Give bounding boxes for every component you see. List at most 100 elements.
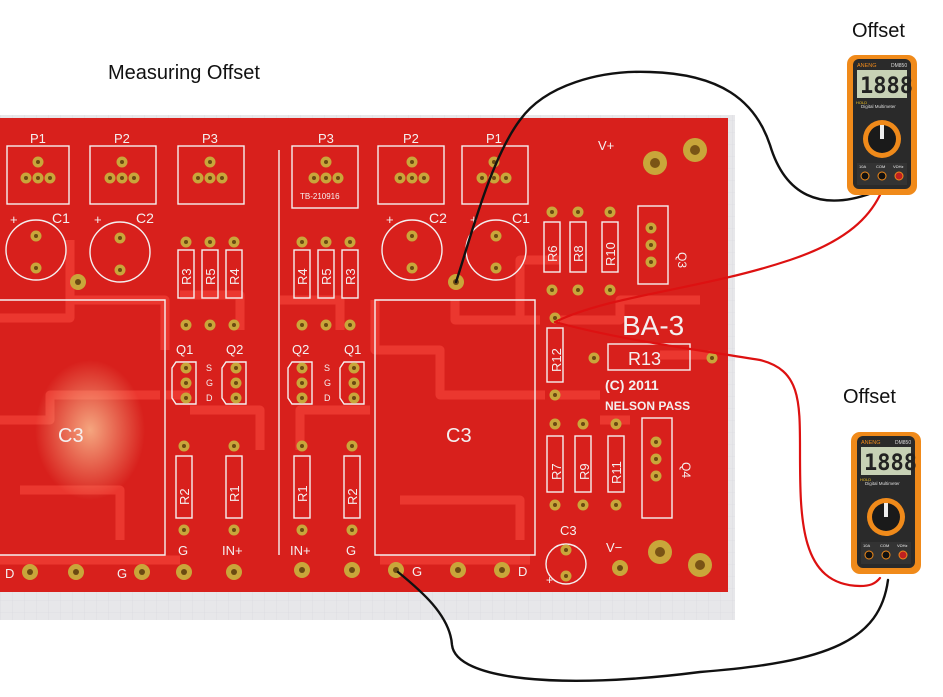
right-resistors-bottom: R1 R2 bbox=[293, 440, 361, 536]
meter-reading: 1888 bbox=[864, 451, 917, 476]
board-name: BA-3 bbox=[622, 310, 684, 341]
left-cap-c2: + C2 bbox=[89, 210, 154, 283]
meter-model: DM850 bbox=[895, 440, 911, 446]
right-big-cap-label: C3 bbox=[446, 425, 472, 447]
svg-text:HOLD: HOLD bbox=[860, 477, 871, 482]
left-pot-p3: P3 bbox=[177, 131, 245, 205]
svg-text:G: G bbox=[412, 564, 422, 579]
svg-text:D: D bbox=[5, 566, 14, 581]
probe-leads bbox=[396, 70, 890, 682]
svg-text:+: + bbox=[470, 212, 478, 227]
meter-brand: ANENG bbox=[861, 440, 881, 446]
right-resistors-top: R4 R5 R3 bbox=[293, 236, 359, 331]
svg-text:Q1: Q1 bbox=[176, 342, 193, 357]
svg-text:VΩHz: VΩHz bbox=[897, 543, 908, 548]
svg-text:S: S bbox=[324, 363, 330, 373]
page-title: Measuring Offset bbox=[108, 62, 260, 84]
svg-text:R1: R1 bbox=[295, 485, 310, 502]
svg-text:+: + bbox=[10, 212, 18, 227]
svg-text:C1: C1 bbox=[512, 210, 530, 226]
psu-q4: Q4 bbox=[641, 417, 693, 519]
svg-text:P3: P3 bbox=[318, 131, 334, 146]
left-big-cap-label: C3 bbox=[58, 425, 84, 447]
svg-text:C2: C2 bbox=[136, 210, 154, 226]
svg-text:COM: COM bbox=[880, 543, 889, 548]
offset-label-top: Offset bbox=[852, 20, 905, 42]
red-probe-bottom bbox=[553, 320, 882, 588]
svg-text:R10: R10 bbox=[603, 242, 618, 266]
svg-text:R3: R3 bbox=[343, 268, 358, 285]
svg-text:C3: C3 bbox=[560, 523, 577, 538]
svg-text:C2: C2 bbox=[429, 210, 447, 226]
svg-text:R11: R11 bbox=[609, 461, 624, 484]
black-probe-bottom bbox=[396, 570, 890, 682]
svg-text:P2: P2 bbox=[403, 131, 419, 146]
multimeter-bottom: ANENG DM850 1888 Digital Multimeter HOLD… bbox=[851, 432, 921, 574]
black-probe-top bbox=[454, 70, 874, 284]
svg-text:Q2: Q2 bbox=[292, 342, 309, 357]
left-io-pads: D G G IN+ bbox=[5, 543, 243, 581]
svg-text:P2: P2 bbox=[114, 131, 130, 146]
svg-text:D: D bbox=[518, 564, 527, 579]
svg-text:R4: R4 bbox=[227, 268, 242, 285]
svg-text:P1: P1 bbox=[30, 131, 46, 146]
svg-text:C1: C1 bbox=[52, 210, 70, 226]
svg-text:R1: R1 bbox=[227, 485, 242, 502]
svg-text:D: D bbox=[206, 393, 213, 403]
left-resistors-bottom: R2 R1 bbox=[175, 440, 243, 536]
psu-resistors-top: R6 R8 R10 bbox=[543, 206, 619, 296]
svg-text:+: + bbox=[546, 573, 553, 587]
left-channel: P1 P2 P3 + C1 + C bbox=[0, 131, 247, 581]
psu-r12: R12 bbox=[546, 312, 564, 401]
svg-text:G: G bbox=[346, 543, 356, 558]
left-cap-c1: + C1 bbox=[5, 210, 70, 281]
svg-text:R12: R12 bbox=[549, 348, 564, 372]
right-pot-p3: P3 TB-210916 bbox=[291, 131, 359, 209]
svg-text:+: + bbox=[386, 212, 394, 227]
meter-reading: 1888 bbox=[860, 74, 913, 99]
svg-text:R13: R13 bbox=[628, 349, 661, 369]
psu-cap-c3: C3 + bbox=[545, 523, 587, 587]
svg-text:Q2: Q2 bbox=[226, 342, 243, 357]
svg-text:Q4: Q4 bbox=[679, 462, 693, 478]
svg-text:Digital Multimeter: Digital Multimeter bbox=[865, 481, 900, 486]
right-pot-p2: P2 bbox=[377, 131, 445, 205]
svg-text:Digital Multimeter: Digital Multimeter bbox=[861, 104, 896, 109]
svg-text:Q1: Q1 bbox=[344, 342, 361, 357]
svg-text:R4: R4 bbox=[295, 268, 310, 285]
psu-q3: Q3 bbox=[637, 205, 689, 285]
right-cap-c2: + C2 bbox=[381, 210, 447, 281]
meter-display bbox=[857, 70, 907, 98]
svg-text:R6: R6 bbox=[545, 245, 560, 262]
svg-text:G: G bbox=[117, 566, 127, 581]
svg-text:R3: R3 bbox=[179, 268, 194, 285]
svg-text:D: D bbox=[324, 393, 331, 403]
svg-text:IN+: IN+ bbox=[222, 543, 243, 558]
svg-text:P3: P3 bbox=[202, 131, 218, 146]
right-channel: P3 TB-210916 P2 P1 + C2 bbox=[287, 131, 536, 579]
svg-text:10A: 10A bbox=[859, 164, 866, 169]
svg-text:G: G bbox=[178, 543, 188, 558]
svg-text:R7: R7 bbox=[549, 463, 564, 480]
svg-text:COM: COM bbox=[876, 164, 885, 169]
svg-text:10A: 10A bbox=[863, 543, 870, 548]
svg-text:R2: R2 bbox=[345, 488, 360, 505]
right-big-cap-outline bbox=[374, 299, 536, 556]
psu-section: V+ R6 R8 R10 Q3 BA-3 R12 bbox=[543, 138, 718, 587]
left-pot-p1: P1 bbox=[6, 131, 70, 205]
multimeter-top: ANENG DM850 1888 Digital Multimeter HOLD… bbox=[847, 55, 917, 195]
offset-label-bottom: Offset bbox=[843, 386, 896, 408]
svg-text:TB-210916: TB-210916 bbox=[300, 192, 340, 201]
author-text: NELSON PASS bbox=[605, 399, 690, 413]
copyright-text: (C) 2011 bbox=[605, 377, 659, 393]
svg-text:R5: R5 bbox=[319, 268, 334, 285]
meter-display bbox=[861, 447, 911, 475]
red-probe-top bbox=[553, 193, 882, 324]
svg-text:R2: R2 bbox=[177, 488, 192, 505]
svg-text:R9: R9 bbox=[577, 463, 592, 480]
psu-r13: R13 bbox=[588, 343, 718, 371]
svg-text:+: + bbox=[94, 212, 102, 227]
svg-text:IN+: IN+ bbox=[290, 543, 311, 558]
left-pot-p2: P2 bbox=[89, 131, 157, 205]
svg-text:Q3: Q3 bbox=[675, 252, 689, 268]
